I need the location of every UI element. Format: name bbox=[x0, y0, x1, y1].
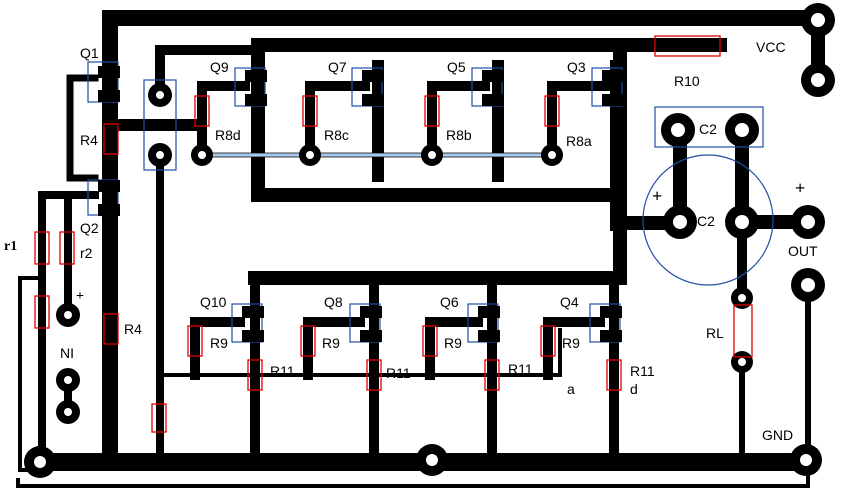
label-r2: r2 bbox=[80, 245, 93, 261]
label-q5: Q5 bbox=[447, 59, 466, 75]
label-r9-3: R9 bbox=[444, 335, 462, 351]
label-r9-4: R9 bbox=[562, 335, 580, 351]
label-r11-2: R11 bbox=[386, 365, 411, 381]
label-r4-top: R4 bbox=[80, 132, 98, 148]
r9-2-resistor bbox=[300, 325, 316, 357]
r11-2-resistor bbox=[366, 359, 382, 391]
r4-bottom-resistor bbox=[103, 313, 119, 345]
label-q7: Q7 bbox=[328, 59, 347, 75]
label-c2-mid: C2 bbox=[697, 213, 715, 229]
label-out: OUT bbox=[788, 243, 818, 259]
component-labels: Q1 R4 Q2 r1 r2 + NI R4 Q9 Q7 Q5 Q3 R8d R… bbox=[4, 39, 818, 443]
label-plus-c2: + bbox=[652, 186, 662, 206]
transistor-outlines bbox=[87, 61, 774, 343]
label-r10: R10 bbox=[674, 73, 700, 89]
label-q9: Q9 bbox=[210, 59, 229, 75]
label-c2-top: C2 bbox=[699, 121, 717, 137]
label-r8a: R8a bbox=[566, 133, 592, 149]
label-r9-2: R9 bbox=[322, 335, 340, 351]
label-q8: Q8 bbox=[324, 294, 343, 310]
r1-resistor bbox=[34, 231, 50, 265]
r4-top-resistor bbox=[103, 123, 119, 155]
r8b-resistor bbox=[424, 95, 440, 127]
label-plus-out: + bbox=[795, 178, 805, 198]
label-r9-1: R9 bbox=[210, 335, 228, 351]
label-r11-1: R11 bbox=[270, 363, 295, 379]
label-r11-4: R11 bbox=[630, 363, 655, 379]
label-q10: Q10 bbox=[200, 294, 227, 310]
r11-1-resistor bbox=[247, 359, 263, 391]
rl-resistor bbox=[733, 304, 753, 358]
r1-lower-resistor bbox=[34, 295, 50, 329]
resistor-outlines bbox=[34, 35, 753, 433]
label-a: a bbox=[567, 381, 575, 397]
r8c-resistor bbox=[302, 95, 318, 127]
r10-resistor bbox=[654, 35, 721, 57]
label-q3: Q3 bbox=[567, 59, 586, 75]
r11-3-resistor bbox=[484, 359, 500, 391]
label-ni: NI bbox=[60, 345, 74, 361]
transistor-pins bbox=[98, 66, 624, 342]
r11-4-resistor bbox=[606, 359, 622, 391]
label-r1: r1 bbox=[4, 239, 17, 254]
label-q2: Q2 bbox=[80, 220, 99, 236]
label-q6: Q6 bbox=[440, 294, 459, 310]
label-r8c: R8c bbox=[324, 127, 349, 143]
label-plus-input: + bbox=[76, 289, 84, 304]
label-rl: RL bbox=[706, 325, 724, 341]
label-q1: Q1 bbox=[80, 45, 99, 61]
label-r8d: R8d bbox=[215, 127, 241, 143]
bias-highlight-edge bbox=[202, 152, 552, 158]
r9-4-resistor bbox=[540, 325, 556, 357]
label-vcc: VCC bbox=[756, 39, 786, 55]
pads bbox=[24, 3, 835, 478]
bias-resistor bbox=[151, 403, 167, 433]
r8a-resistor bbox=[544, 95, 560, 127]
label-gnd: GND bbox=[762, 427, 793, 443]
label-r8b: R8b bbox=[446, 127, 472, 143]
r2-resistor bbox=[59, 231, 75, 265]
label-d: d bbox=[630, 381, 638, 397]
r8d-resistor bbox=[194, 95, 210, 127]
label-r11-3: R11 bbox=[508, 361, 533, 377]
label-q4: Q4 bbox=[560, 294, 579, 310]
r9-3-resistor bbox=[422, 325, 438, 357]
label-r4-bottom: R4 bbox=[124, 321, 142, 337]
r9-1-resistor bbox=[187, 325, 203, 357]
